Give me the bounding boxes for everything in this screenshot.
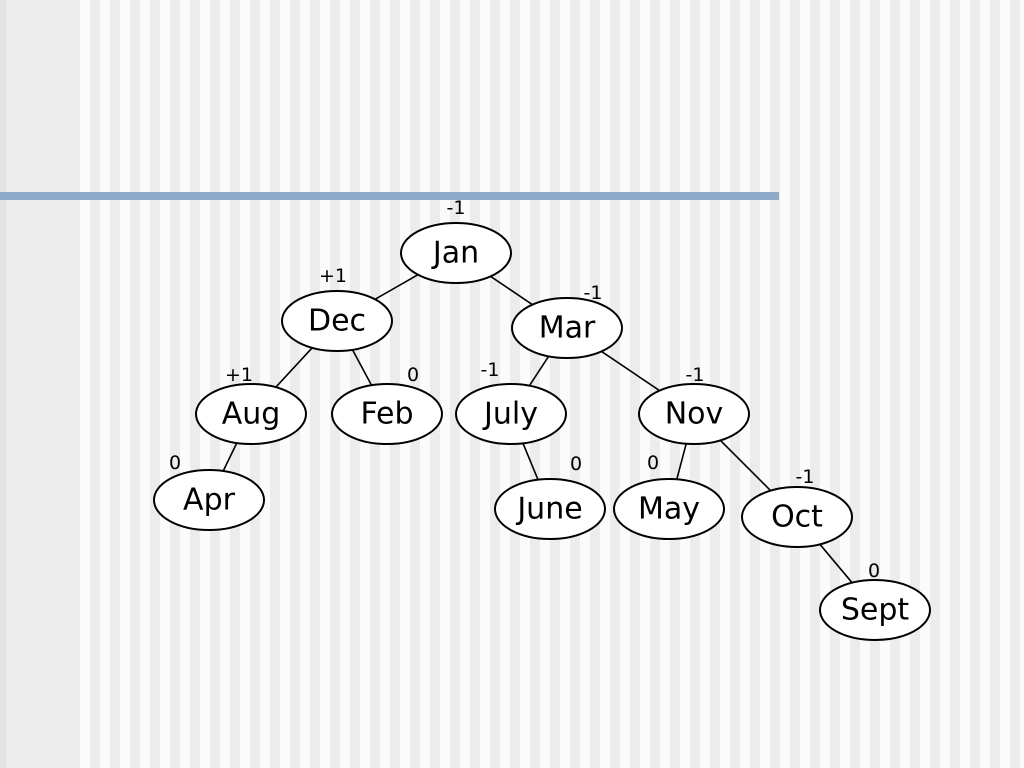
node-mar-label: Mar	[539, 311, 596, 346]
node-nov-label: Nov	[665, 397, 724, 432]
edge-dec-aug	[275, 347, 313, 388]
node-nov-balance: -1	[686, 364, 705, 386]
node-july-label: July	[482, 397, 538, 432]
node-june-balance: 0	[570, 453, 582, 475]
edge-aug-apr	[222, 442, 238, 472]
node-june-label: June	[515, 492, 582, 527]
edges	[222, 274, 853, 584]
node-sept-balance: 0	[868, 560, 880, 582]
edge-nov-may	[676, 443, 687, 480]
node-sept-shape	[819, 579, 931, 641]
title-divider-bar	[0, 192, 779, 200]
node-oct-shape	[741, 486, 853, 548]
node-oct-label: Oct	[771, 500, 823, 535]
node-jan-label: Jan	[431, 236, 479, 271]
node-jan: Jan -1	[400, 197, 512, 284]
edge-oct-sept	[819, 543, 853, 584]
edge-jan-dec	[374, 274, 419, 300]
node-may-shape	[613, 478, 725, 540]
node-dec: Dec +1	[281, 265, 393, 352]
node-june-shape	[494, 478, 606, 540]
background-stripes	[0, 0, 76, 768]
node-oct-balance: -1	[796, 466, 815, 488]
nodes: Jan -1 Dec +1 Mar -1 Aug +1 Feb 0 July -…	[153, 197, 931, 641]
edge-nov-oct	[719, 439, 772, 492]
edge-jan-mar	[490, 275, 533, 306]
node-mar-balance: -1	[584, 282, 603, 304]
node-july-balance: -1	[481, 359, 500, 381]
node-dec-balance: +1	[319, 265, 347, 287]
node-july: July -1	[455, 359, 567, 445]
edge-mar-nov	[601, 350, 660, 392]
node-jan-shape	[400, 222, 512, 284]
edge-dec-feb	[351, 349, 373, 386]
node-may: May 0	[613, 452, 725, 540]
node-sept-label: Sept	[841, 593, 910, 628]
node-aug-shape	[195, 383, 307, 445]
edge-mar-july	[528, 355, 550, 387]
node-feb-shape	[331, 383, 443, 445]
node-may-label: May	[638, 492, 700, 527]
node-feb: Feb 0	[331, 364, 443, 445]
node-oct: Oct -1	[741, 466, 853, 548]
node-nov-shape	[638, 383, 750, 445]
node-aug-label: Aug	[222, 397, 281, 432]
node-aug: Aug +1	[195, 364, 307, 445]
node-aug-balance: +1	[225, 364, 253, 386]
node-dec-shape	[281, 290, 393, 352]
node-june: June 0	[494, 453, 606, 540]
node-apr-shape	[153, 469, 265, 531]
node-mar-shape	[511, 297, 623, 359]
node-feb-label: Feb	[360, 397, 413, 432]
node-jan-balance: -1	[447, 197, 466, 219]
node-apr-balance: 0	[169, 452, 181, 474]
node-sept: Sept 0	[819, 560, 931, 641]
node-july-shape	[455, 383, 567, 445]
node-mar: Mar -1	[511, 282, 623, 359]
node-apr: Apr 0	[153, 452, 265, 531]
node-may-balance: 0	[647, 452, 659, 474]
node-nov: Nov -1	[638, 364, 750, 445]
node-feb-balance: 0	[407, 364, 419, 386]
node-apr-label: Apr	[183, 483, 236, 518]
edge-july-june	[522, 442, 539, 481]
node-dec-label: Dec	[308, 304, 366, 339]
